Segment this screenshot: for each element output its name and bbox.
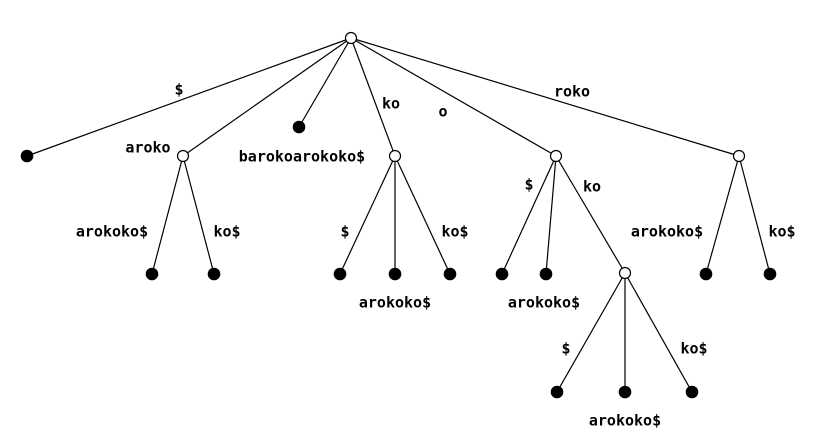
leaf-node bbox=[699, 267, 713, 281]
leaf-node bbox=[618, 385, 632, 399]
edge-n_roko-n_roko_l1 bbox=[705, 155, 740, 275]
edge-label: ko$ bbox=[680, 340, 707, 358]
edge-label: ko$ bbox=[213, 223, 240, 241]
nodes-layer bbox=[20, 31, 777, 399]
leaf-node bbox=[685, 385, 699, 399]
edge-root-n_dollar_leaf bbox=[26, 37, 352, 157]
edge-label: arokoko$ bbox=[631, 223, 703, 241]
internal-node bbox=[549, 149, 563, 163]
edge-n_o-n_o_l2 bbox=[545, 155, 557, 275]
edge-n_ko-n_ko_l1 bbox=[339, 155, 396, 275]
leaf-node bbox=[145, 267, 159, 281]
edge-n_aroko-n_aroko_l2 bbox=[182, 155, 215, 275]
edge-label: ko$ bbox=[441, 223, 468, 241]
leaf-node bbox=[539, 267, 553, 281]
edge-root-n_ko bbox=[350, 37, 396, 157]
internal-node bbox=[176, 149, 190, 163]
edge-root-n_barok_leaf bbox=[298, 37, 352, 128]
edge-n_oko-n_oko_l1 bbox=[556, 272, 626, 393]
edge-label: roko bbox=[554, 83, 590, 101]
edge-label: arokoko$ bbox=[359, 294, 431, 312]
edge-label: o bbox=[438, 103, 447, 121]
edges-layer bbox=[26, 37, 771, 393]
edge-n_o-n_oko bbox=[555, 155, 626, 274]
edge-label: $ bbox=[340, 223, 349, 241]
leaf-node bbox=[495, 267, 509, 281]
edge-label: arokoko$ bbox=[589, 412, 661, 430]
edge-label: $ bbox=[524, 176, 533, 194]
edge-root-n_roko bbox=[350, 37, 740, 157]
edge-label: arokoko$ bbox=[76, 223, 148, 241]
edge-n_ko-n_ko_l3 bbox=[394, 155, 451, 275]
edge-label: ko bbox=[583, 178, 601, 196]
leaf-node bbox=[20, 149, 34, 163]
edge-label: barokoarokoko$ bbox=[239, 148, 365, 166]
leaf-node bbox=[292, 120, 306, 134]
edge-n_aroko-n_aroko_l1 bbox=[151, 155, 184, 275]
leaf-node bbox=[443, 267, 457, 281]
edge-n_roko-n_roko_l2 bbox=[738, 155, 771, 275]
edge-root-n_o bbox=[350, 37, 557, 157]
leaf-node bbox=[333, 267, 347, 281]
leaf-node bbox=[763, 267, 777, 281]
edge-n_o-n_o_l1 bbox=[501, 155, 557, 275]
internal-node bbox=[732, 149, 746, 163]
edge-label: ko$ bbox=[768, 223, 795, 241]
edge-label: ko bbox=[382, 95, 400, 113]
internal-node bbox=[388, 149, 402, 163]
edge-label: aroko bbox=[125, 139, 170, 157]
edge-label: arokoko$ bbox=[508, 294, 580, 312]
root-node bbox=[344, 31, 358, 45]
leaf-node bbox=[207, 267, 221, 281]
internal-node bbox=[618, 266, 632, 280]
edge-root-n_aroko bbox=[182, 37, 352, 157]
edge-n_oko-n_oko_l3 bbox=[624, 272, 693, 393]
edge-label: $ bbox=[561, 340, 570, 358]
edge-label: $ bbox=[174, 81, 183, 99]
leaf-node bbox=[550, 385, 564, 399]
leaf-node bbox=[388, 267, 402, 281]
